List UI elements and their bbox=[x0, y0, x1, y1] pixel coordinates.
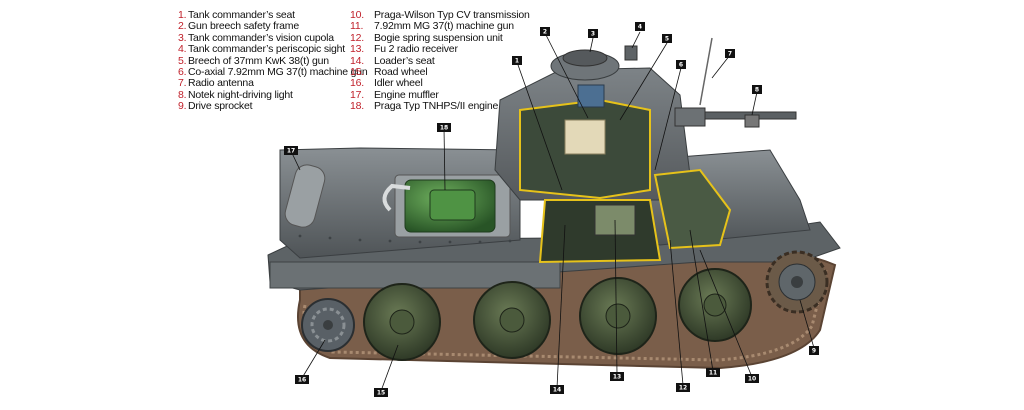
legend-item: 1.Tank commander’s seat bbox=[178, 9, 295, 21]
callout-4: 4 bbox=[635, 22, 645, 31]
legend-item: 11.7.92mm MG 37(t) machine gun bbox=[350, 20, 514, 33]
legend-item: 6.Co-axial 7.92mm MG 37(t) machine gun bbox=[178, 66, 368, 79]
callout-5: 5 bbox=[662, 34, 672, 43]
leader-lines bbox=[290, 31, 815, 392]
callout-7: 7 bbox=[725, 49, 735, 58]
turret bbox=[494, 37, 797, 201]
svg-text:13: 13 bbox=[613, 374, 621, 381]
svg-text:16: 16 bbox=[298, 377, 306, 384]
svg-text:1: 1 bbox=[515, 58, 519, 65]
svg-text:4: 4 bbox=[638, 24, 642, 31]
svg-text:10: 10 bbox=[748, 376, 756, 383]
callout-6: 6 bbox=[676, 60, 686, 69]
svg-text:5: 5 bbox=[665, 36, 669, 43]
callout-12: 12 bbox=[676, 383, 690, 392]
svg-text:11: 11 bbox=[709, 370, 717, 377]
legend-item: 17.Engine muffler bbox=[350, 88, 439, 101]
svg-text:3: 3 bbox=[591, 31, 595, 38]
callout-18: 18 bbox=[437, 123, 451, 132]
legend-item: 16.Idler wheel bbox=[350, 77, 423, 90]
svg-text:2: 2 bbox=[543, 29, 547, 36]
drive-sprocket bbox=[765, 250, 829, 314]
legend-item: 10.Praga-Wilson Typ CV transmission bbox=[350, 9, 530, 21]
svg-text:12: 12 bbox=[679, 385, 687, 392]
callout-markers: 1 2 3 4 5 6 7 8 9 10 11 12 13 14 15 16 1… bbox=[284, 22, 819, 397]
svg-text:7: 7 bbox=[728, 51, 732, 58]
svg-text:9: 9 bbox=[812, 348, 816, 355]
callout-10: 10 bbox=[745, 374, 759, 383]
svg-text:14: 14 bbox=[553, 387, 561, 394]
notek-light bbox=[744, 114, 760, 128]
legend-item: 4.Tank commander’s periscopic sight bbox=[178, 43, 346, 56]
callout-16: 16 bbox=[295, 375, 309, 384]
svg-text:8: 8 bbox=[755, 87, 759, 94]
legend-item: 15.Road wheel bbox=[350, 66, 428, 79]
legend-item: 2.Gun breech safety frame bbox=[178, 20, 299, 33]
legend-column-left: 1.Tank commander’s seat 2.Gun breech saf… bbox=[178, 9, 368, 113]
callout-17: 17 bbox=[284, 146, 298, 155]
callout-15: 15 bbox=[374, 388, 388, 397]
road-wheels bbox=[363, 268, 752, 361]
callout-13: 13 bbox=[610, 372, 624, 381]
svg-text:18: 18 bbox=[440, 125, 448, 132]
engine-compartment bbox=[382, 174, 511, 238]
legend-item: 9.Drive sprocket bbox=[178, 100, 253, 113]
legend-item: 14.Loader’s seat bbox=[350, 54, 435, 67]
legend-item: 13.Fu 2 radio receiver bbox=[350, 43, 458, 56]
legend-item: 18.Praga Typ TNHPS/II engine bbox=[350, 100, 499, 113]
legend-item: 12.Bogie spring suspension unit bbox=[350, 31, 503, 44]
callout-9: 9 bbox=[809, 346, 819, 355]
engine-muffler bbox=[284, 164, 326, 228]
svg-text:15: 15 bbox=[377, 390, 385, 397]
svg-text:6: 6 bbox=[679, 62, 683, 69]
callout-11: 11 bbox=[706, 368, 720, 377]
callout-2: 2 bbox=[540, 27, 550, 36]
callout-8: 8 bbox=[752, 85, 762, 94]
callout-1: 1 bbox=[512, 56, 522, 65]
svg-text:17: 17 bbox=[287, 148, 295, 155]
callout-3: 3 bbox=[588, 29, 598, 38]
legend-item: 8.Notek night-driving light bbox=[178, 88, 293, 101]
fighting-compartment bbox=[538, 168, 732, 264]
legend-column-right: 10.Praga-Wilson Typ CV transmission 11.7… bbox=[350, 9, 570, 113]
legend-item: 5.Breech of 37mm KwK 38(t) gun bbox=[178, 54, 329, 67]
legend-item: 3.Tank commander’s vision cupola bbox=[178, 31, 334, 44]
callout-14: 14 bbox=[550, 385, 564, 394]
idler-wheel bbox=[301, 298, 355, 352]
legend-item: 7.Radio antenna bbox=[178, 77, 254, 90]
